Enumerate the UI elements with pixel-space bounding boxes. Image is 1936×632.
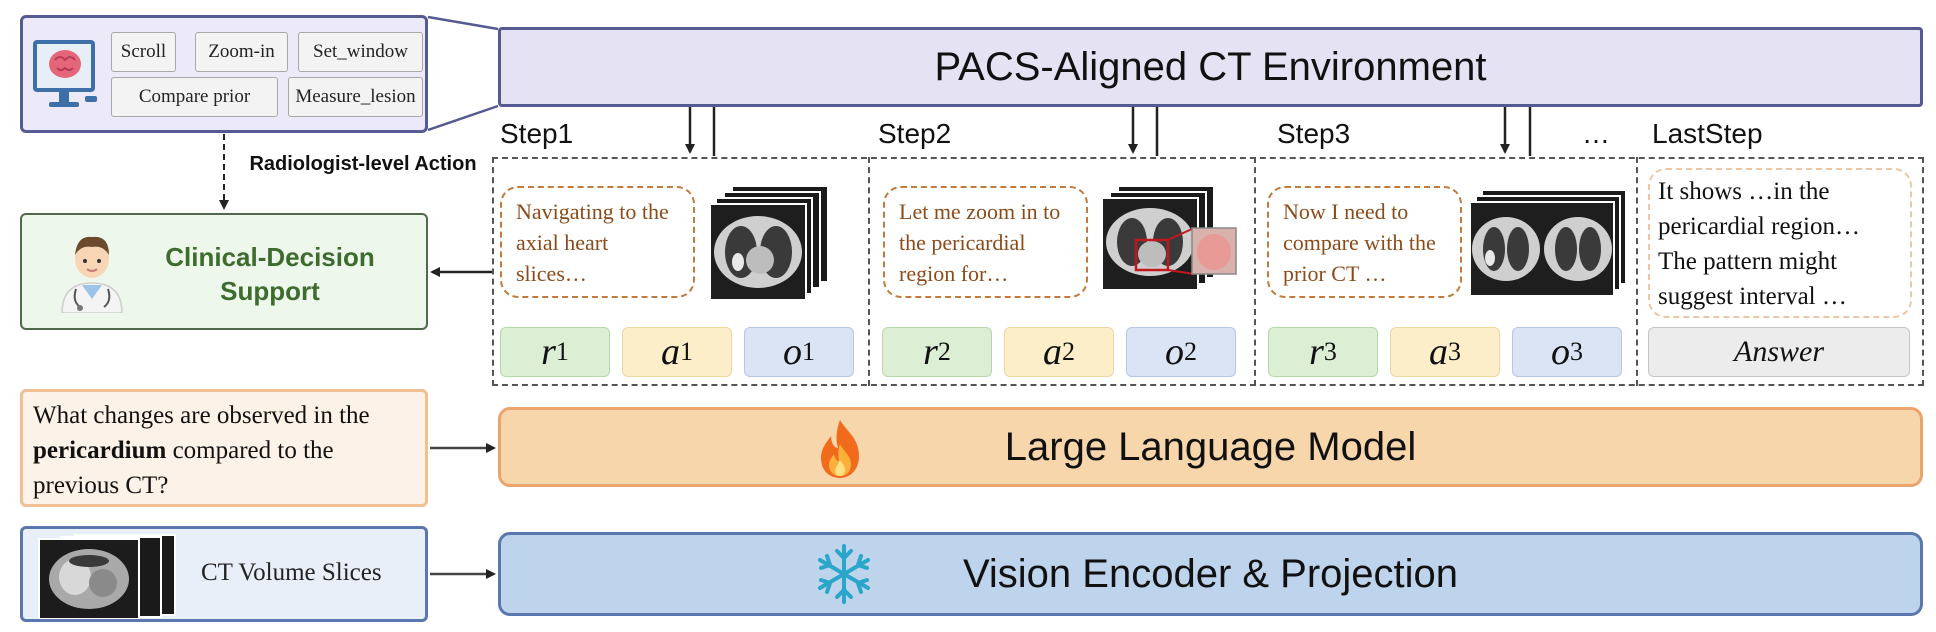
- token-a-subscript: 3: [1448, 337, 1461, 366]
- token-a-letter: a: [1429, 331, 1448, 373]
- pacs-environment: PACS-Aligned CT Environment: [498, 27, 1923, 107]
- llm-label: Large Language Model: [1004, 424, 1417, 469]
- step3-label: Step3: [1277, 118, 1351, 149]
- tool-zoom-in-button[interactable]: Zoom-in: [195, 32, 288, 72]
- clinical-decision-box: [20, 213, 428, 330]
- step-ellipsis: …: [1582, 118, 1610, 149]
- question-text-after: compared to the previous CT?: [33, 437, 334, 499]
- step1-thought-bubble: Navigating to the axial heart slices…: [500, 186, 695, 298]
- tool-compare-prior-button[interactable]: Compare prior: [111, 77, 278, 117]
- token-r-subscript: 3: [1323, 337, 1337, 366]
- vision-encoder-box: Vision Encoder & Projection: [498, 532, 1923, 616]
- action-label: Radiologist-level Action: [249, 153, 477, 175]
- action-panel: Scroll Zoom-in Set_window Compare prior …: [20, 15, 428, 133]
- token-r-letter: r: [1309, 331, 1324, 373]
- step2-thought-bubble: Let me zoom in to the pericardial region…: [883, 186, 1088, 298]
- answer-token: Answer: [1648, 327, 1910, 377]
- tool-set-window-button[interactable]: Set_window: [298, 32, 423, 72]
- token-a-subscript: 2: [1062, 337, 1075, 366]
- vision-label: Vision Encoder & Projection: [962, 551, 1459, 596]
- tool-scroll-button[interactable]: Scroll: [111, 32, 176, 72]
- callout-line-top: [427, 15, 499, 31]
- last-step-label: LastStep: [1652, 118, 1763, 149]
- token-r-subscript: 1: [555, 337, 569, 366]
- clinical-decision-label: Clinical-Decision Support: [165, 242, 375, 306]
- token-o-subscript: 3: [1570, 337, 1583, 366]
- question-box: What changes are observed in the pericar…: [20, 389, 428, 507]
- callout-line-bottom: [427, 104, 499, 132]
- token-r-letter: r: [541, 331, 556, 373]
- token-a-subscript: 1: [680, 337, 693, 366]
- ct-volume-thumbnail: [38, 534, 176, 619]
- last-step-thought-bubble: It shows …in the pericardial region… The…: [1648, 168, 1912, 318]
- monitor-brain-icon: [33, 40, 97, 107]
- token-o-subscript: 2: [1184, 337, 1197, 366]
- ct-input-box: CT Volume Slices: [20, 526, 428, 622]
- step3-ct-compare-image: [1469, 189, 1627, 297]
- token-r-letter: r: [923, 331, 938, 373]
- step3-thought-bubble: Now I need to compare with the prior CT …: [1267, 186, 1462, 298]
- snowflake-icon: [818, 544, 870, 604]
- step-divider-1: [868, 157, 870, 386]
- token-o-letter: o: [1551, 331, 1570, 373]
- step1-ct-image: [709, 185, 829, 301]
- token-o-subscript: 1: [802, 337, 815, 366]
- token-r-subscript: 2: [937, 337, 951, 366]
- token-a-letter: a: [1043, 331, 1062, 373]
- ct-input-label: CT Volume Slices: [201, 559, 382, 586]
- step2-ct-zoom-image: [1101, 185, 1237, 291]
- step1-label: Step1: [500, 118, 574, 149]
- tool-measure-lesion-button[interactable]: Measure_lesion: [288, 77, 423, 117]
- llm-box: Large Language Model: [498, 407, 1923, 487]
- steps-frame: [492, 157, 1924, 386]
- token-o-letter: o: [1165, 331, 1184, 373]
- token-o-letter: o: [783, 331, 802, 373]
- flame-icon: [821, 420, 859, 478]
- doctor-icon: [61, 236, 123, 313]
- step-divider-2: [1254, 157, 1256, 386]
- step2-label: Step2: [878, 118, 952, 149]
- question-text-before: What changes are observed in the: [33, 402, 370, 429]
- environment-title: PACS-Aligned CT Environment: [934, 44, 1487, 89]
- step-divider-3: [1636, 157, 1638, 386]
- question-text-bold: pericardium: [33, 437, 167, 464]
- token-a-letter: a: [661, 331, 680, 373]
